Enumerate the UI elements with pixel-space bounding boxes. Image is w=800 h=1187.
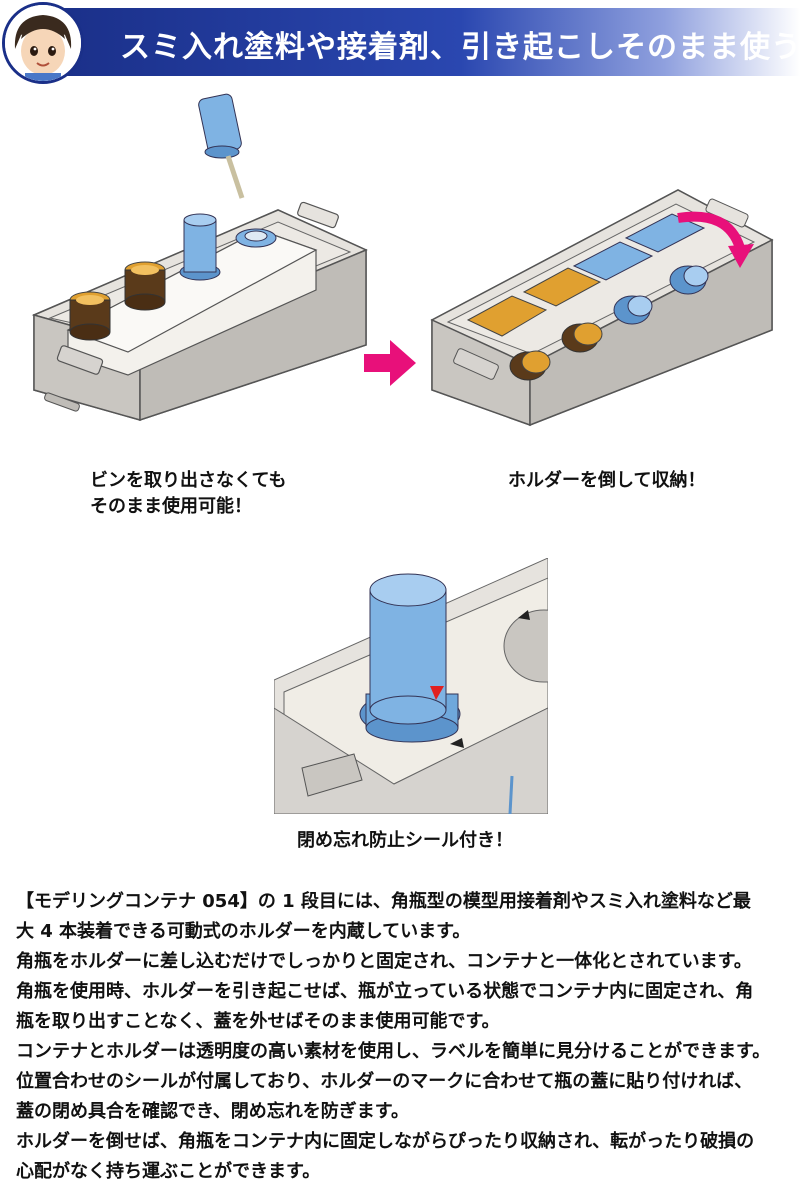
mascot-avatar bbox=[2, 2, 84, 84]
header-banner: スミ入れ塗料や接着剤、引き起こしそのまま使う bbox=[0, 0, 800, 88]
description-text: 【モデリングコンテナ 054】の 1 段目には、角瓶型の模型用接着剤やスミ入れ塗… bbox=[16, 887, 792, 1187]
stored-blue-cap-1-icon bbox=[613, 295, 653, 325]
next-step-arrow-icon bbox=[364, 340, 416, 386]
description-line: コンテナとホルダーは透明度の高い素材を使用し、ラベルを簡単に見分けることができま… bbox=[16, 1041, 771, 1062]
description-line: 大 4 本装着できる可動式のホルダーを内蔵しています。 bbox=[16, 921, 471, 942]
description-line: 位置合わせのシールが付属しており、ホルダーのマークに合わせて瓶の蓋に貼り付ければ… bbox=[16, 1071, 753, 1092]
stored-blue-cap-2-icon bbox=[669, 265, 709, 295]
blue-ring-icon bbox=[235, 228, 277, 248]
description-line: ホルダーを倒せば、角瓶をコンテナ内に固定しながらぴったり収納され、転がったり破損… bbox=[16, 1131, 755, 1152]
caption-no-removal: ビンを取り出さなくても そのまま使用可能！ bbox=[90, 468, 287, 520]
description-line: 心配がなく持ち運ぶことができます。 bbox=[16, 1161, 321, 1182]
rotate-arrow-icon bbox=[677, 211, 745, 250]
stored-gold-cap-1-icon bbox=[509, 350, 551, 381]
caption-seal: 閉め忘れ防止シール付き！ bbox=[297, 830, 513, 851]
gold-cap-1-icon bbox=[69, 291, 111, 341]
alignment-mark-icon bbox=[430, 686, 444, 700]
floating-bottle-icon bbox=[198, 93, 245, 199]
gold-cap-2-icon bbox=[124, 261, 166, 311]
blue-bottle-icon bbox=[179, 213, 221, 281]
caption-store: ホルダーを倒して収納！ bbox=[508, 470, 706, 491]
holder-raised-illustration bbox=[31, 93, 368, 422]
caption-no-removal-line1: ビンを取り出さなくても bbox=[90, 470, 287, 491]
description-line: 角瓶をホルダーに差し込むだけでしっかりと固定され、コンテナと一体化とされています… bbox=[16, 951, 752, 972]
page-title: スミ入れ塗料や接着剤、引き起こしそのまま使う bbox=[120, 30, 800, 65]
description-line: 角瓶を使用時、ホルダーを引き起こせば、瓶が立っている状態でコンテナ内に固定され、… bbox=[16, 981, 754, 1002]
header-bar bbox=[46, 8, 800, 76]
description-line: 蓋の閉め具合を確認でき、閉め忘れを防ぎます。 bbox=[16, 1101, 409, 1122]
holder-stored-illustration bbox=[430, 189, 774, 427]
mascot-face-icon bbox=[5, 5, 81, 81]
seal-closeup-illustration bbox=[274, 558, 548, 814]
description-line: 【モデリングコンテナ 054】の 1 段目には、角瓶型の模型用接着剤やスミ入れ塗… bbox=[16, 891, 751, 912]
sealed-bottle-icon bbox=[359, 573, 461, 743]
caption-no-removal-line2: そのまま使用可能！ bbox=[90, 496, 252, 517]
description-line: 瓶を取り出すことなく、蓋を外せばそのまま使用可能です。 bbox=[16, 1011, 500, 1032]
stored-gold-cap-2-icon bbox=[561, 322, 603, 353]
